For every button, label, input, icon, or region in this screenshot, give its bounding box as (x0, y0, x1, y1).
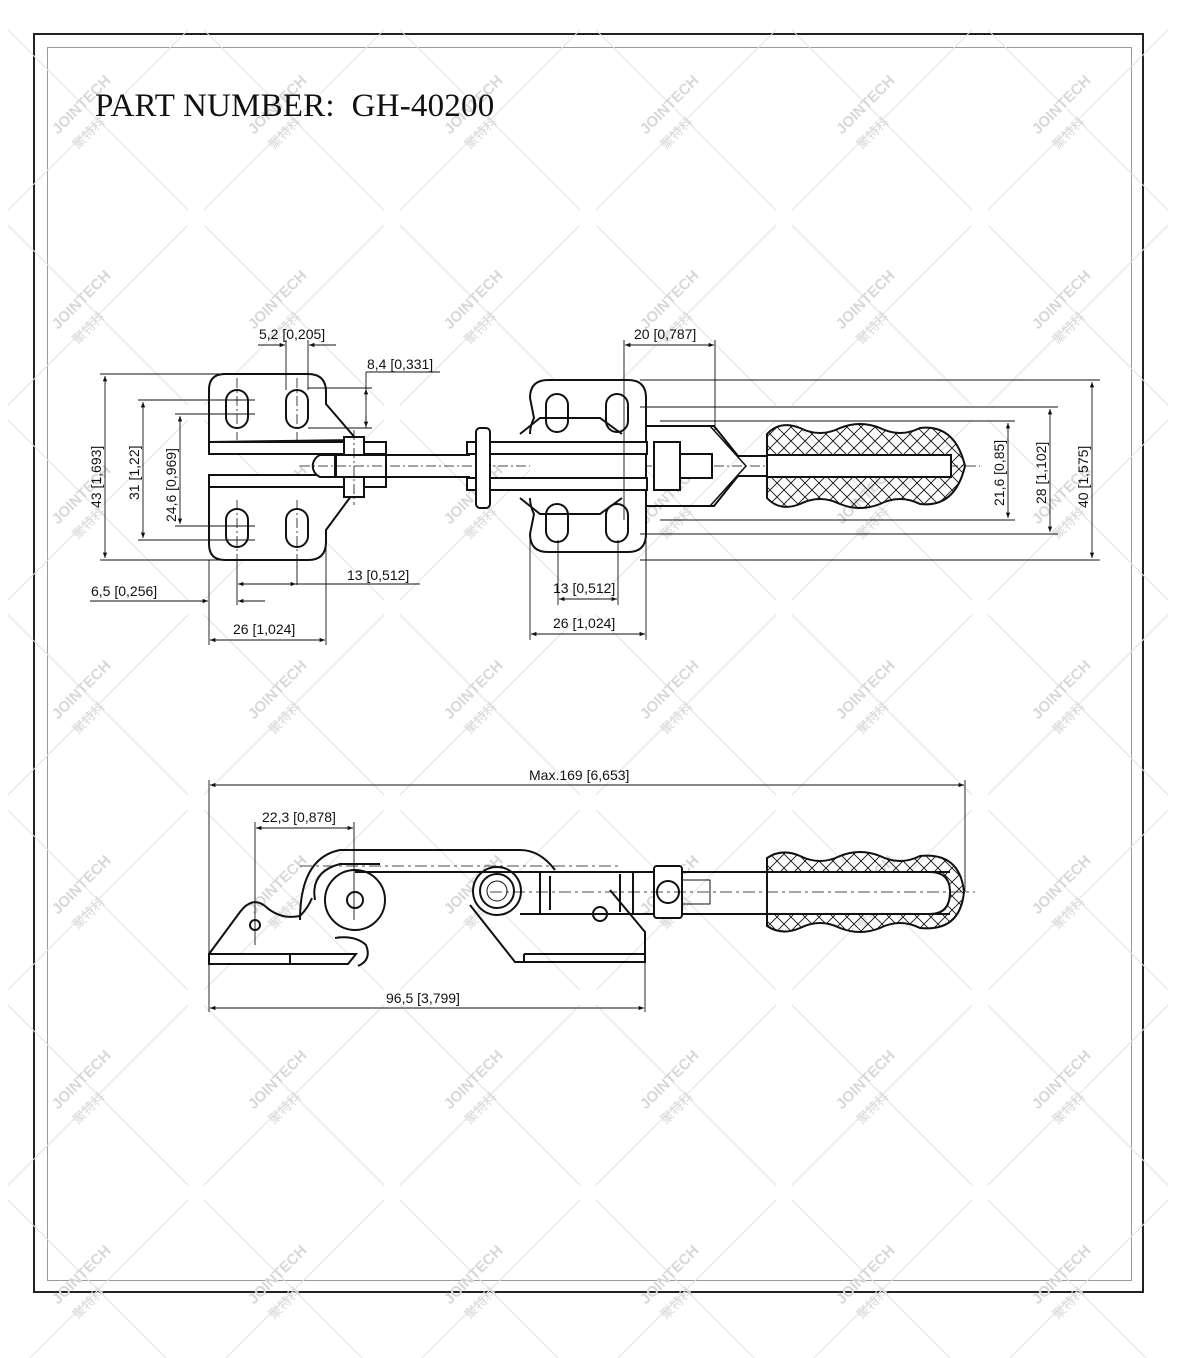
dim-left-hole-span-inner: 24,6 [0,969] (163, 448, 179, 522)
dim-base-length: 96,5 [3,799] (386, 990, 460, 1006)
page-title: PART NUMBER: GH-40200 (95, 88, 494, 125)
dim-handle-width: 21,6 [0,85] (991, 440, 1007, 506)
dim-right-hole-pitch: 13 [0,512] (553, 580, 615, 596)
dim-slot-length: 8,4 [0,331] (367, 356, 433, 372)
dim-right-hole-span: 28 [1,102] (1033, 442, 1049, 504)
dim-left-overall-height: 43 [1,693] (88, 446, 104, 508)
dim-left-plate-width: 26 [1,024] (233, 621, 295, 637)
dim-slot-width: 5,2 [0,205] (259, 326, 325, 342)
dim-right-plate-width: 26 [1,024] (553, 615, 615, 631)
dim-left-hole-pitch: 13 [0,512] (347, 567, 409, 583)
handle-grip-top (766, 423, 967, 509)
part-number: GH-40200 (351, 88, 495, 124)
dim-left-hole-span-outer: 31 [1,22] (126, 446, 142, 501)
dim-hook-offset: 22,3 [0,878] (262, 809, 336, 825)
side-view (208, 849, 950, 967)
connecting-rod (386, 454, 470, 478)
dim-right-overall-height: 40 [1,575] (1075, 446, 1091, 508)
dim-edge-offset: 6,5 [0,256] (91, 583, 157, 599)
title-label: PART NUMBER: (95, 88, 335, 124)
dim-right-offset: 20 [0,787] (634, 326, 696, 342)
dim-max-length: Max.169 [6,653] (529, 767, 629, 783)
left-plate-top-view (208, 373, 387, 561)
right-plate-top-view (466, 379, 950, 553)
